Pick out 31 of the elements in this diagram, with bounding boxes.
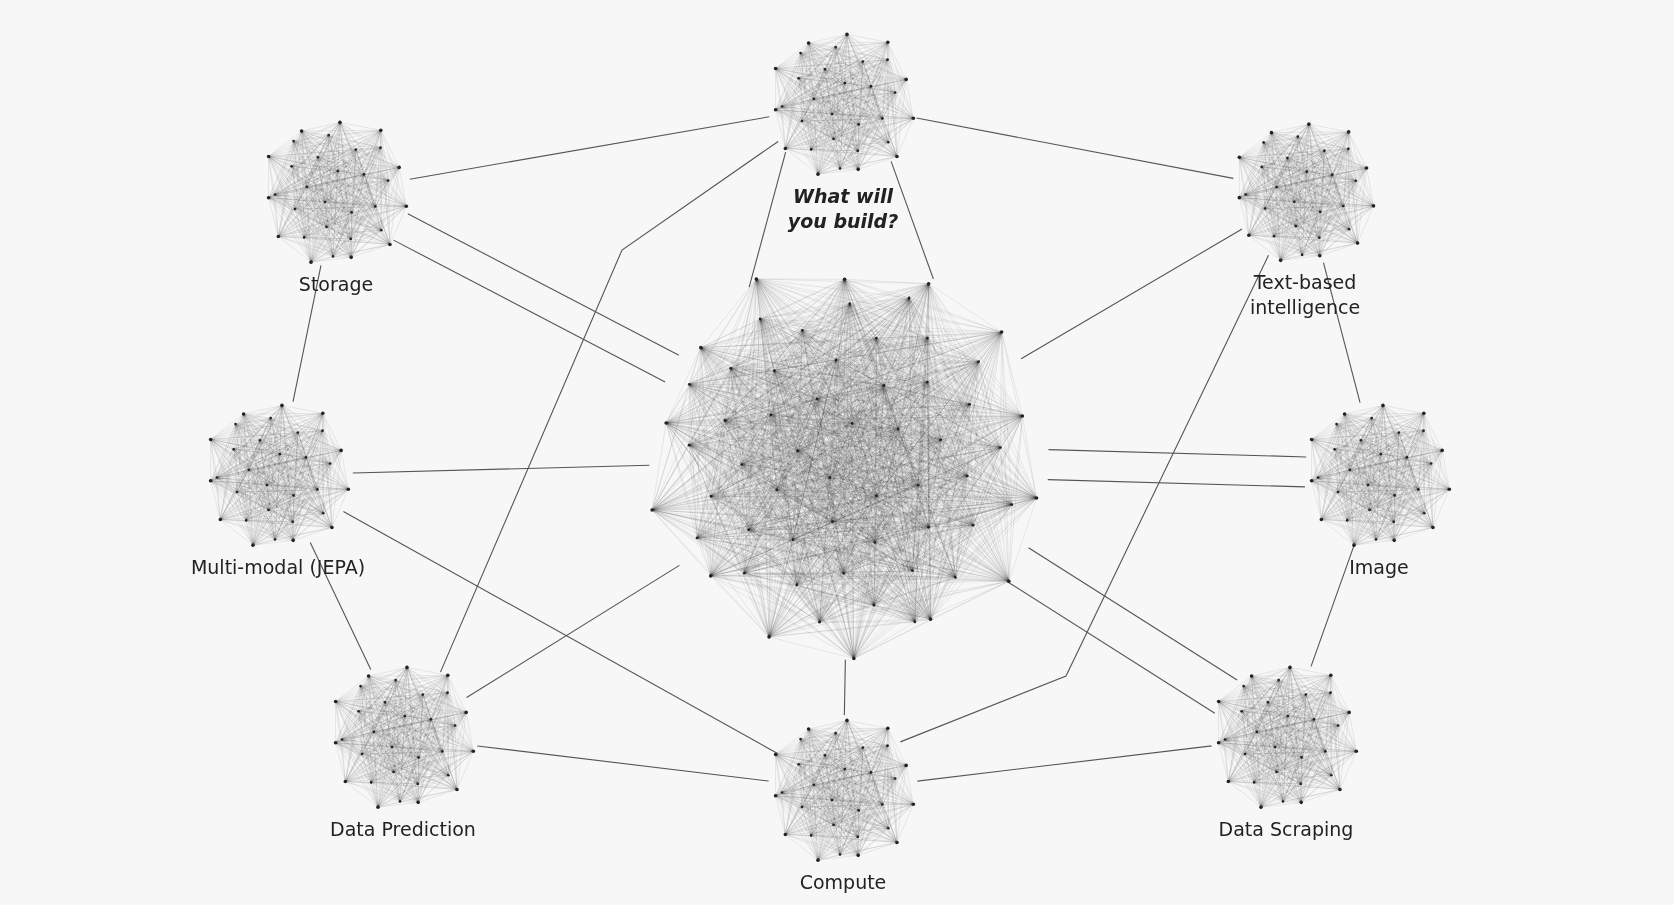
connector-line	[748, 151, 787, 288]
connector-line	[1006, 581, 1216, 714]
connector-line	[342, 510, 779, 755]
connector-line	[890, 160, 934, 280]
connector-line	[843, 659, 846, 716]
connector-line	[352, 464, 650, 474]
connector-line	[1310, 545, 1355, 667]
cluster-label: Storage	[298, 272, 374, 297]
cluster-label: Multi-modal (JEPA)	[190, 555, 366, 580]
connector-line	[292, 264, 322, 403]
connector-line	[393, 239, 666, 383]
cluster-label: Compute	[799, 870, 887, 895]
cluster-label: Data Prediction	[330, 817, 476, 842]
connector-line	[476, 745, 770, 782]
connector-line	[309, 542, 372, 670]
connector-line	[1322, 262, 1361, 404]
cluster-label: Image	[1349, 555, 1409, 580]
connector-line	[899, 254, 1270, 743]
cluster-label: Data Scraping	[1218, 817, 1354, 842]
connector-line	[916, 117, 1234, 179]
connector-line	[916, 745, 1213, 782]
question-heading: What will you build?	[786, 184, 900, 234]
connector-line	[1047, 449, 1307, 458]
connector-line	[466, 564, 680, 699]
connector-line	[1047, 479, 1306, 488]
connector-line	[407, 213, 680, 356]
cluster-label: Text-based intelligence	[1248, 270, 1362, 320]
connector-line	[1020, 228, 1243, 360]
connector-line	[1027, 547, 1238, 681]
connector-line	[409, 116, 770, 180]
connector-line	[439, 140, 779, 673]
